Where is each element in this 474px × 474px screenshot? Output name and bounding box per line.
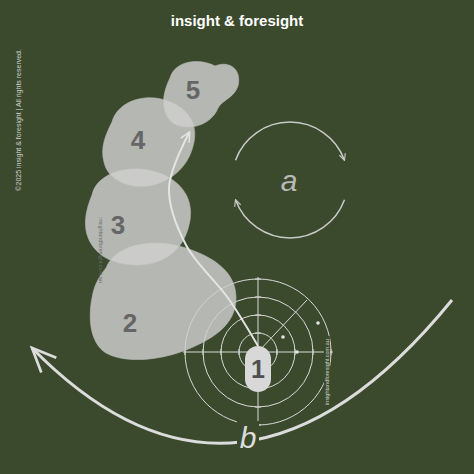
flow-arrow bbox=[169, 132, 258, 346]
step-number: 3 bbox=[111, 212, 125, 238]
step-blob: 4 bbox=[98, 92, 208, 192]
copyright-note: ©2025 insight & foresight | All rights r… bbox=[15, 49, 23, 191]
step-number: 5 bbox=[186, 77, 200, 103]
blob-shape bbox=[160, 58, 242, 132]
arc-label: b bbox=[237, 421, 260, 454]
watermark: insightandforesight.com.au bbox=[324, 336, 330, 408]
radar-dot bbox=[281, 321, 320, 354]
blob-shape bbox=[98, 92, 208, 192]
cycle-arrow bbox=[236, 200, 345, 238]
title: insight & foresight bbox=[0, 13, 474, 30]
step-blob: 5 bbox=[160, 58, 242, 132]
cycle-arrow bbox=[236, 122, 345, 160]
radar-symbol bbox=[183, 277, 333, 427]
step-number: 4 bbox=[131, 127, 145, 153]
step-number: 2 bbox=[123, 310, 137, 336]
watermark: insightandforesight.com.au bbox=[98, 217, 104, 283]
step-number: 1 bbox=[251, 357, 265, 382]
step-blob: 2 bbox=[86, 238, 246, 368]
blob-shape bbox=[86, 238, 246, 368]
cycle-label: a bbox=[281, 164, 298, 197]
step-pill: 1 bbox=[245, 346, 271, 392]
